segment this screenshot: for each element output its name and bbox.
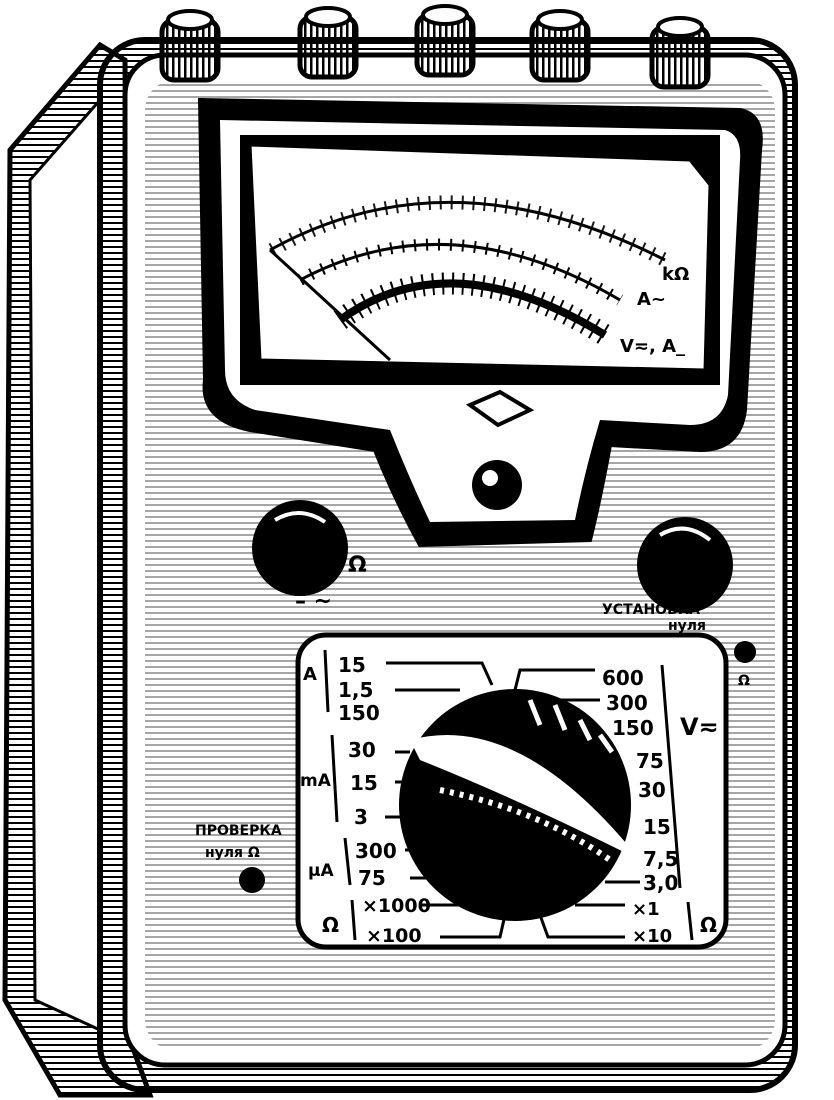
terminal[interactable] <box>529 9 591 83</box>
range-label: ×1 <box>632 899 660 920</box>
range-label: 15 <box>338 653 366 677</box>
unit-ohms: Ω <box>322 913 339 937</box>
terminal[interactable] <box>414 4 476 78</box>
unit-milliamps: mA <box>300 771 332 791</box>
terminals <box>159 4 711 90</box>
terminal[interactable] <box>649 16 711 90</box>
label-ohm: Ω <box>348 553 367 578</box>
meter-housing <box>197 97 763 548</box>
range-label: ×10 <box>632 926 672 947</box>
meter-needle <box>268 248 392 362</box>
knob-labels: Ω – ~ УСТАНОВКА нуля Ω ПРОВЕРКА нуля Ω <box>195 553 750 861</box>
zero-check-button[interactable] <box>239 867 265 893</box>
range-label: 300 <box>355 839 397 863</box>
terminal[interactable] <box>159 9 221 83</box>
ohm-zero-knob[interactable] <box>252 500 348 596</box>
range-label: 300 <box>606 691 648 715</box>
label-zero-adjust-2: нуля <box>668 618 706 634</box>
switch-labels-right: 600 300 150 75 30 15 7,5 3,0 V≂ ×1 ×10 Ω <box>602 666 719 947</box>
logo-diamond-icon <box>465 389 535 428</box>
label-zero-check-2: нуля Ω <box>205 845 260 861</box>
scale-label-ac-amps: A~ <box>637 289 666 310</box>
range-label: 150 <box>612 716 654 740</box>
range-label: 7,5 <box>643 847 678 871</box>
scale-label-kohm: kΩ <box>662 264 689 285</box>
range-label: 15 <box>643 815 671 839</box>
unit-amps: A <box>303 664 317 685</box>
zero-adjust-jack[interactable] <box>734 641 756 663</box>
switch-labels-left: A 15 1,5 150 mA 30 15 3 μA 300 75 Ω ×100… <box>300 653 431 947</box>
range-label: ×1000 <box>362 895 431 917</box>
range-switch-panel <box>295 632 729 950</box>
scale-label-volts-dc-amps: V≂, A_ <box>620 336 685 357</box>
label-zero-adjust-ohm: Ω <box>738 673 750 689</box>
meter-scales <box>268 195 669 362</box>
label-ac-dc: – ~ <box>295 589 332 614</box>
range-label: 3,0 <box>643 871 678 895</box>
range-label: 150 <box>338 701 380 725</box>
range-label: 75 <box>636 749 664 773</box>
label-zero-check: ПРОВЕРКА <box>195 823 282 839</box>
range-label: 75 <box>358 866 386 890</box>
meter-scale-labels: kΩ A~ V≂, A_ <box>620 264 689 357</box>
unit-microamps: μA <box>308 861 335 881</box>
range-label: 30 <box>348 738 376 762</box>
unit-volts: V≂ <box>680 713 719 741</box>
mechanical-zero-screw[interactable] <box>472 460 522 510</box>
range-label: 30 <box>638 778 666 802</box>
range-label: 600 <box>602 666 644 690</box>
range-label: 1,5 <box>338 678 373 702</box>
unit-ohms-right: Ω <box>700 913 717 937</box>
range-label: 3 <box>354 805 368 829</box>
ac-dc-knob[interactable] <box>637 517 733 613</box>
terminal[interactable] <box>297 6 359 80</box>
range-label: 15 <box>350 771 378 795</box>
range-selector-knob[interactable] <box>399 689 640 921</box>
range-label: ×100 <box>366 925 422 947</box>
label-zero-adjust: УСТАНОВКА <box>602 602 700 618</box>
